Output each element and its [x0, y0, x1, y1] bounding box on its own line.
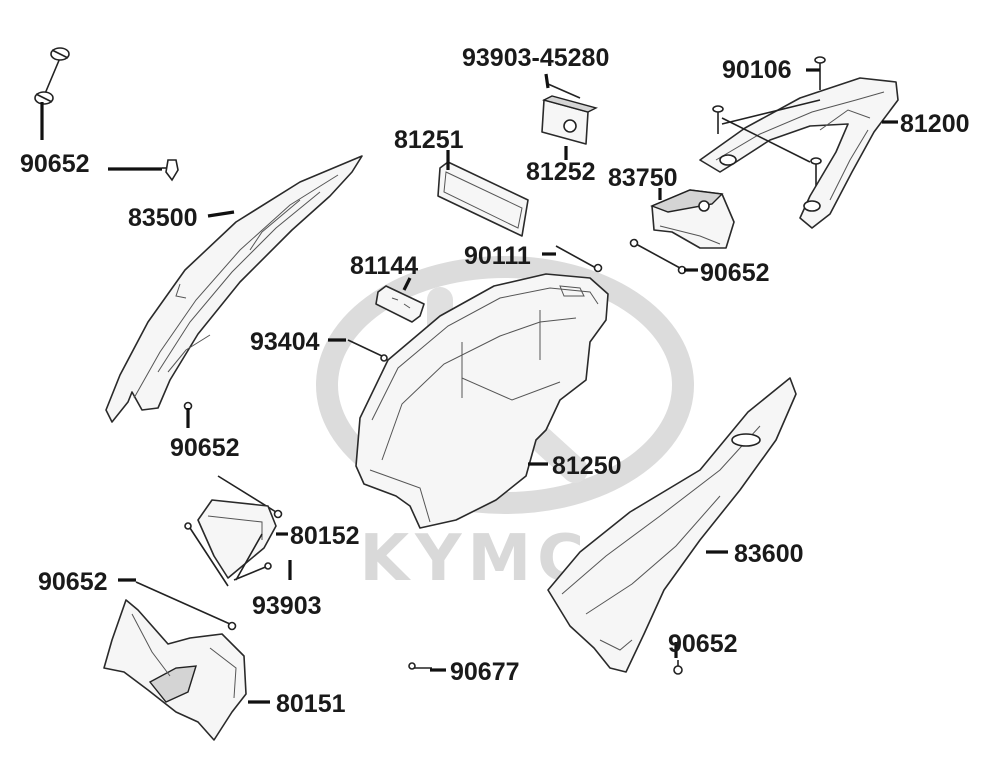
part-81252-bracket: [541, 95, 598, 145]
leader-lines: [40, 68, 898, 704]
label-93903: 93903: [252, 592, 322, 620]
label-81250: 81250: [552, 452, 622, 480]
part-90652-screw-bottom-left: [135, 581, 237, 631]
part-90677-fastener: [408, 662, 432, 670]
label-81144: 81144: [350, 252, 418, 280]
part-83500-side-cover: [105, 155, 363, 423]
part-90652-screw-assembly-top: [34, 47, 70, 105]
label-90652-bottom-right: 90652: [668, 630, 738, 658]
label-93903-45280: 93903-45280: [462, 44, 609, 72]
part-90111-screw: [555, 245, 603, 273]
part-90106-bolts: [712, 56, 826, 186]
label-83500: 83500: [128, 204, 198, 232]
label-80151: 80151: [276, 690, 346, 718]
part-81144-emblem: [375, 285, 425, 323]
label-90652-center-left: 90652: [170, 434, 240, 462]
part-83600-side-cover: [547, 377, 797, 673]
label-93404: 93404: [250, 328, 320, 356]
part-90652-screw-right-top: [629, 238, 687, 275]
part-90652-screw-bottom-right: [673, 660, 683, 675]
part-81200-carrier: [699, 77, 899, 229]
part-83750-cover: [650, 189, 735, 249]
part-93404-screw: [347, 339, 388, 362]
label-81200: 81200: [900, 110, 970, 138]
label-90652-top-left: 90652: [20, 150, 90, 178]
label-90111: 90111: [464, 242, 531, 270]
label-81252: 81252: [526, 158, 596, 186]
label-83750: 83750: [608, 164, 678, 192]
part-81251-panel: [437, 161, 529, 237]
part-93903-clips: [184, 522, 272, 587]
part-93903-45280-clip: [547, 83, 581, 99]
part-81250-helmet-box: [355, 273, 609, 529]
label-81251: 81251: [394, 126, 464, 154]
part-80151-front-cover: [103, 599, 247, 741]
label-83600: 83600: [734, 540, 804, 568]
label-90652-right-top: 90652: [700, 259, 770, 287]
label-90677: 90677: [450, 658, 520, 686]
label-80152: 80152: [290, 522, 360, 550]
label-90652-bottom-left: 90652: [38, 568, 108, 596]
part-90652-screw-side: [162, 159, 179, 182]
label-90106: 90106: [722, 56, 792, 84]
